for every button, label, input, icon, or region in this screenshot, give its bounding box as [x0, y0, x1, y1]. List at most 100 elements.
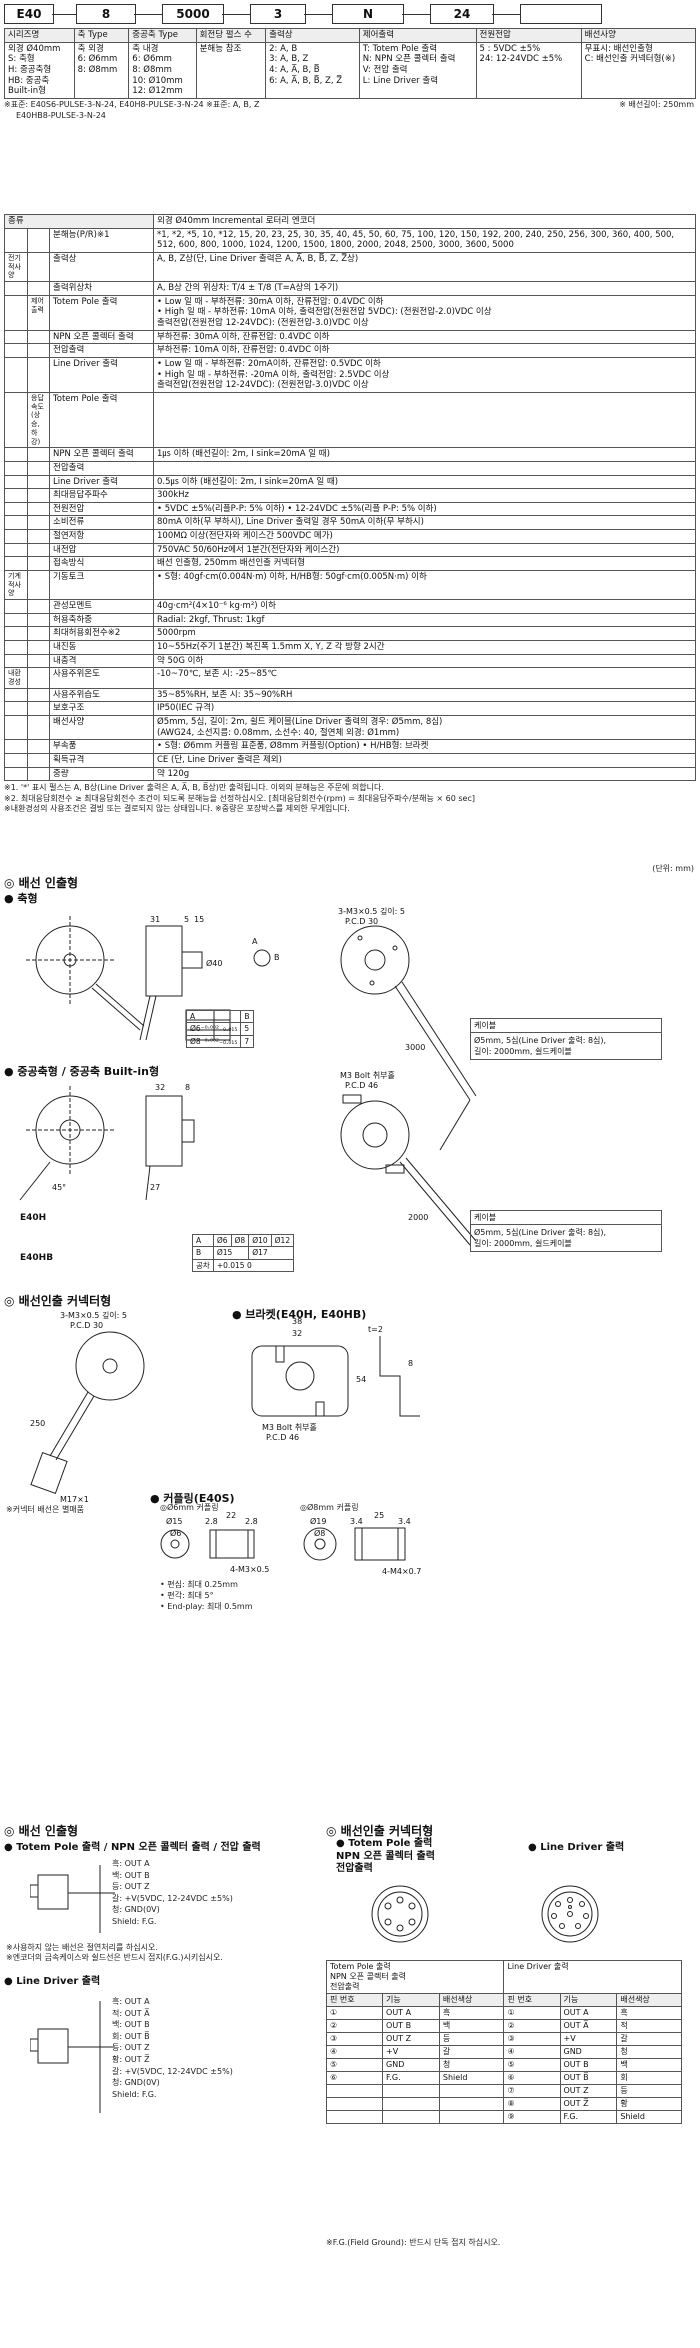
- spec-label: 소비전류: [49, 515, 154, 530]
- pin-cell: 적: [616, 2019, 682, 2033]
- hollow-tbl-cell: Ø8: [230, 1233, 250, 1248]
- spec-group: [4, 329, 28, 345]
- spec-group: [4, 488, 28, 503]
- spec-value: 40g·cm²(4×10⁻⁶ kg·m²) 이하: [153, 599, 696, 614]
- cpl8-dim: Ø8: [314, 1528, 325, 1538]
- cpl6-dim: Ø6: [170, 1528, 181, 1538]
- conn-note: ※커넥터 배선은 별매품: [6, 1505, 85, 1514]
- spec-value: Ø5mm, 5심, 길이: 2m, 쉴드 케이블(Line Driver 출력의…: [153, 714, 696, 741]
- wiring-ld-drawing: [30, 2001, 115, 2113]
- wiring-line: 갈: +V(5VDC, 12-24VDC ±5%): [112, 2066, 233, 2076]
- pin-cell: GND: [382, 2058, 440, 2072]
- pin-cell: ⑤: [325, 2058, 384, 2072]
- bracket-pcd46: P.C.D 46: [266, 1433, 299, 1442]
- hollow-tbl-cell: Ø12: [270, 1233, 295, 1248]
- spec-value: [153, 460, 696, 476]
- wiring-line: 청: GND(0V): [112, 1905, 160, 1915]
- pin-cell: Shield: [438, 2071, 505, 2085]
- hollow-tbl-cell: A: [192, 1233, 214, 1248]
- spec-label: Line Driver 출력: [49, 474, 154, 490]
- dim-b: B: [274, 953, 280, 962]
- spec-group: [4, 227, 28, 253]
- spec-label: 접속방식: [49, 556, 154, 571]
- spec-group: 전기적사양: [4, 251, 28, 283]
- spec-sub: [27, 687, 50, 703]
- spec-value: 80mA 이하(무 부하시), Line Driver 출력일 경우 50mA …: [153, 515, 696, 530]
- spec-sub: [27, 474, 50, 490]
- wiring-line: Shield: F.G.: [112, 2089, 157, 2099]
- conn-dim-pcd30: P.C.D 30: [70, 1321, 103, 1330]
- wiring-line: 청: GND(0V): [112, 2078, 160, 2088]
- spec-sub: [27, 356, 50, 393]
- wiring-line: 적: OUT A̅: [112, 2008, 150, 2018]
- spec-label: Line Driver 출력: [49, 356, 154, 393]
- spec-group: [4, 294, 28, 331]
- pin-table-head-right: Line Driver 출력: [503, 1960, 682, 1994]
- pin-cell: F.G.: [559, 2110, 618, 2124]
- cpl6-dim: 2.8: [245, 1517, 258, 1526]
- pin-cell: +V: [382, 2045, 440, 2059]
- spec-group: 기계적사양: [4, 569, 28, 601]
- coupling-bullet: • 편각: 최대 5°: [160, 1590, 214, 1600]
- pin-cell: ⑨: [503, 2110, 561, 2124]
- spec-group: [4, 356, 28, 393]
- spec-label: NPN 오픈 콜렉터 출력: [49, 447, 154, 462]
- order-header-cell: 축 Type: [73, 28, 130, 43]
- pin-cell: OUT B: [382, 2019, 440, 2033]
- unit-note: (단위: mm): [652, 864, 694, 873]
- spec-value: Radial: 2kgf, Thrust: 1kgf: [153, 612, 696, 628]
- spec-sub: [27, 447, 50, 462]
- spec-row: 응답속도(상승,하강)Totem Pole 출력: [4, 391, 696, 449]
- wconn-tp-title: ● Totem Pole 출력 NPN 오픈 콜렉터 출력 전압출력: [336, 1838, 435, 1874]
- spec-label: NPN 오픈 콜렉터 출력: [49, 329, 154, 345]
- spec-title-value: 외경 Ø40mm Incremental 로터리 엔코더: [153, 214, 696, 229]
- spec-group: [4, 515, 28, 530]
- spec-label: 보호구조: [49, 701, 154, 716]
- spec-value: • Low 일 때 - 부하전류: 30mA 이하, 잔류전압: 0.4VDC …: [153, 294, 696, 331]
- spec-sub: [27, 542, 50, 558]
- spec-sub: [27, 739, 50, 754]
- spec-group: [4, 542, 28, 558]
- pin-cell: ⑥: [325, 2071, 384, 2085]
- cpl8-dim: 4-M4×0.7: [382, 1567, 421, 1576]
- spec-value: 35~85%RH, 보존 시: 35~90%RH: [153, 687, 696, 703]
- spec-value: 배선 인출형, 250mm 배선인출 커넥터형: [153, 556, 696, 571]
- dim-tap: 3-M3×0.5 깊이: 5: [338, 906, 405, 916]
- order-cell: 2: A, B 3: A, B, Z 4: A, A̅, B, B̅ 6: A,…: [265, 41, 360, 99]
- order-header-cell: 회전당 펄스 수: [195, 28, 267, 43]
- pin-cell: 청: [616, 2045, 682, 2059]
- bracket-title: ● 브라켓(E40H, E40HB): [232, 1308, 367, 1321]
- spec-sub: [27, 569, 50, 601]
- spec-sub: [27, 599, 50, 614]
- spec-value: 300kHz: [153, 488, 696, 503]
- pin-cell: ⑥: [503, 2071, 561, 2085]
- hollow-tbl-cell: Ø10: [248, 1233, 272, 1248]
- code-dash: [52, 14, 76, 15]
- spec-sub: 응답속도(상승,하강): [27, 391, 50, 449]
- cpl8-dim: 25: [374, 1511, 384, 1520]
- code-box-output: N: [332, 4, 404, 24]
- spec-sub: [27, 515, 50, 530]
- pin-cell: ⑤: [503, 2058, 561, 2072]
- spec-row: Line Driver 출력• Low 일 때 - 부하전류: 20mA이하, …: [4, 356, 696, 393]
- bracket-dim-54: 54: [356, 1375, 366, 1384]
- spec-sub: [27, 281, 50, 296]
- spec-label: 내진동: [49, 640, 154, 655]
- coupling-bullet: • 편심: 최대 0.25mm: [160, 1580, 238, 1589]
- spec-label: 최대응답주파수: [49, 488, 154, 503]
- dim-5: 5: [184, 915, 189, 924]
- spec-label: 허용축하중: [49, 612, 154, 628]
- pin-col-header: 기능: [559, 1993, 618, 2007]
- dim-pcd46: P.C.D 46: [345, 1081, 378, 1090]
- spec-value: • Low 일 때 - 부하전류: 20mA이하, 잔류전압: 0.5VDC 이…: [153, 356, 696, 393]
- code-box-series: E40: [4, 4, 54, 24]
- spec-group: [4, 391, 28, 449]
